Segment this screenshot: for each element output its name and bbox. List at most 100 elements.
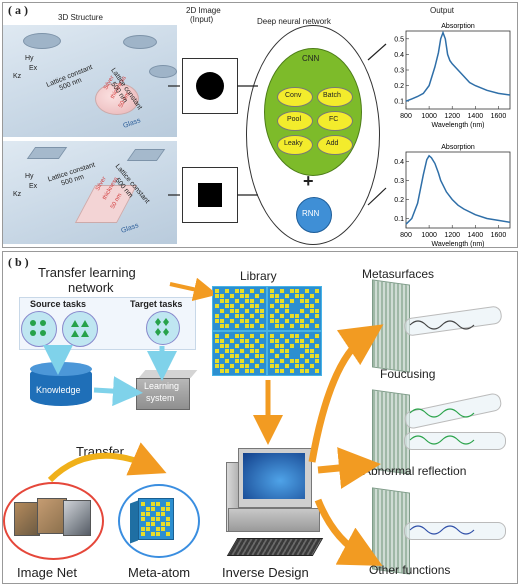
y-tick-label: 0.5 <box>394 36 404 43</box>
structure-3d-top: Silver thickness 50 nm Lattice constant … <box>3 25 177 137</box>
chart-title: Absorption <box>441 23 475 30</box>
axis-label: Ex <box>29 183 38 190</box>
library-pixel <box>225 314 229 318</box>
pillar-disc <box>23 33 61 49</box>
library-pixel <box>260 354 264 358</box>
library-pixel <box>270 334 274 338</box>
library-pixel <box>295 314 299 318</box>
meta-atom-pixel <box>141 512 145 516</box>
meta-atom-pixel <box>151 517 155 521</box>
library-pixel <box>260 289 264 293</box>
target-tasks-label: Target tasks <box>130 299 183 309</box>
library-pixel <box>230 339 234 343</box>
meta-atom-pixel <box>141 502 145 506</box>
library-pixel <box>310 319 314 323</box>
image-net-photo <box>63 500 91 536</box>
library-pixel <box>270 364 274 368</box>
library-pixel <box>305 304 309 308</box>
input-image-square <box>182 167 238 223</box>
plot-frame <box>405 151 511 229</box>
library-pixel <box>240 289 244 293</box>
y-tick-label: 0.2 <box>394 197 404 204</box>
header-input: (Input) <box>190 15 214 24</box>
library-pixel <box>305 299 309 303</box>
library-pixel <box>245 319 249 323</box>
axis-label: Ex <box>29 65 38 72</box>
meta-atom-pixel <box>161 527 165 531</box>
library-pixel <box>300 369 304 373</box>
task-marker <box>163 328 169 336</box>
library-pixel <box>275 339 279 343</box>
library-pixel <box>305 334 309 338</box>
flow-arrow <box>317 447 381 489</box>
library-pixel <box>235 324 239 328</box>
library-pixel <box>245 309 249 313</box>
layer-fc <box>317 111 353 131</box>
cnn-title: CNN <box>302 54 320 63</box>
meta-atom-pixel <box>161 507 165 511</box>
library-pixel <box>250 314 254 318</box>
library-pixel <box>305 344 309 348</box>
library-pixel <box>280 304 284 308</box>
meta-atom-pixel <box>156 532 160 536</box>
source-tasks-label: Source tasks <box>30 299 87 309</box>
plus-sign: + <box>303 171 314 191</box>
library-pixel <box>230 349 234 353</box>
library-pixel <box>250 359 254 363</box>
library-pixel <box>255 304 259 308</box>
library-pixel <box>235 314 239 318</box>
library-pixel <box>300 354 304 358</box>
library-pixel <box>235 344 239 348</box>
library-pixel <box>295 334 299 338</box>
x-tick-label: 800 <box>400 113 412 120</box>
axis-label: Kz <box>13 73 22 80</box>
library-pixel <box>215 294 219 298</box>
library-pixel <box>290 359 294 363</box>
library-pixel <box>290 344 294 348</box>
library-pixel <box>250 299 254 303</box>
library-pixel <box>220 294 224 298</box>
meta-atom-pixel <box>151 502 155 506</box>
library-pixel <box>305 289 309 293</box>
layer-label: Conv <box>285 92 302 99</box>
library-pixel <box>220 344 224 348</box>
library-pixel <box>215 334 219 338</box>
silver-pillar <box>95 83 139 115</box>
library-pixel <box>240 339 244 343</box>
library-pixel <box>270 294 274 298</box>
library-pixel <box>230 354 234 358</box>
absorption-curve <box>405 154 511 225</box>
library-pixel <box>235 289 239 293</box>
library-pixel <box>310 309 314 313</box>
library-pixel <box>245 299 249 303</box>
meta-atom-pixel <box>141 517 145 521</box>
x-tick-label: 1600 <box>491 232 507 239</box>
library-pixel <box>310 304 314 308</box>
library-pixel <box>225 324 229 328</box>
library-pixel <box>240 319 244 323</box>
library-pixel <box>220 354 224 358</box>
library-pixel <box>260 369 264 373</box>
y-tick-label: 0.3 <box>394 178 404 185</box>
library-pixel <box>240 349 244 353</box>
library-pixel <box>290 369 294 373</box>
library-pixel <box>300 344 304 348</box>
library-pixel <box>260 314 264 318</box>
meta-atom-pixel <box>166 517 170 521</box>
library-pixel <box>260 344 264 348</box>
library-pixel <box>315 299 319 303</box>
meta-atom-pixel <box>146 522 150 526</box>
library-pixel <box>290 289 294 293</box>
panel-b-label: ( b ) <box>8 255 29 269</box>
library-pixel <box>305 369 309 373</box>
task-marker <box>71 320 79 327</box>
library-pixel <box>245 344 249 348</box>
library-pixel <box>250 349 254 353</box>
x-tick-label: 1000 <box>421 232 437 239</box>
x-tick-label: 1400 <box>468 232 484 239</box>
task-marker <box>40 320 46 326</box>
y-tick-label: 0.1 <box>394 99 404 106</box>
header-deep-neural-network: Deep neural network <box>257 17 331 26</box>
y-tick-label: 0.1 <box>394 216 404 223</box>
